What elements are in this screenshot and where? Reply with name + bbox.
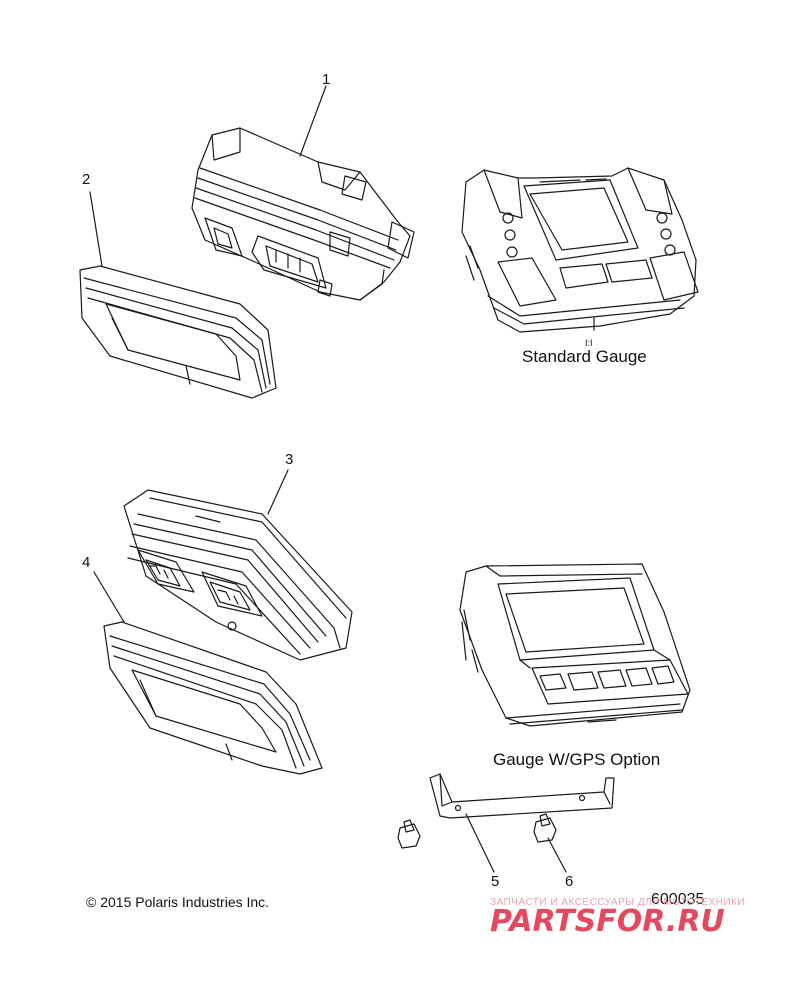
part-3-module-housing (123, 489, 353, 661)
watermark-tagline: ЗАПЧАСТИ И АКСЕССУАРЫ ДЛЯ МОТОТЕХНИКИ (490, 897, 746, 908)
gps-gauge-caption: Gauge W/GPS Option (493, 750, 661, 769)
part-6-nut-left (397, 819, 421, 849)
scale-mark: I:I (585, 338, 593, 348)
part-1-module-housing (191, 127, 415, 301)
callout-6: 6 (565, 873, 574, 890)
leader-line-3 (267, 469, 289, 515)
diagram-number: 600035 (651, 891, 705, 908)
part-2-gasket (79, 265, 277, 399)
callout-5: 5 (491, 873, 500, 890)
part-4-gasket (103, 621, 323, 775)
part-5-bracket (429, 773, 615, 819)
gps-gauge-illustration (459, 563, 691, 727)
leader-line-6 (547, 837, 567, 873)
callout-2: 2 (82, 171, 91, 188)
standard-gauge-illustration (461, 167, 699, 333)
leader-line-2 (89, 191, 103, 267)
standard-gauge-caption: Standard Gauge (522, 347, 647, 366)
leader-line-4 (93, 571, 125, 623)
part-6-nut-right (533, 813, 557, 843)
callout-3: 3 (285, 451, 294, 468)
callout-4: 4 (82, 554, 91, 571)
callout-1: 1 (322, 71, 331, 88)
leader-line-5 (465, 813, 495, 873)
copyright-notice: © 2015 Polaris Industries Inc. (86, 894, 270, 910)
leader-line-1 (299, 85, 327, 157)
watermark-logo: PARTSFOR.RU (490, 904, 725, 939)
